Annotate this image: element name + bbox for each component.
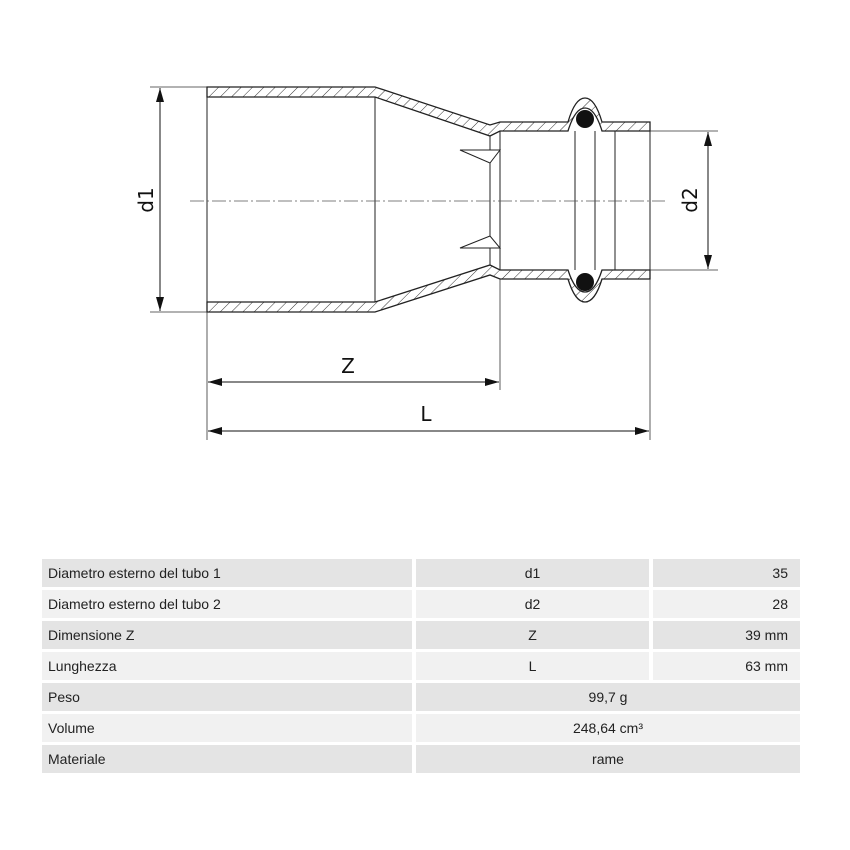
table-row: Materiale rame xyxy=(42,745,800,773)
row-value: 99,7 g xyxy=(416,683,800,711)
o-ring-bottom xyxy=(576,273,594,291)
row-label: Diametro esterno del tubo 2 xyxy=(42,590,412,618)
row-label: Materiale xyxy=(42,745,412,773)
row-value: 35 xyxy=(653,559,800,587)
table-row: Volume 248,64 cm³ xyxy=(42,714,800,742)
row-value: 28 xyxy=(653,590,800,618)
row-symbol: d1 xyxy=(416,559,649,587)
reducer-fitting-drawing: d1 d2 Z L xyxy=(134,86,718,440)
row-symbol: L xyxy=(416,652,649,680)
table-row: Diametro esterno del tubo 2 d2 28 xyxy=(42,590,800,618)
row-symbol: Z xyxy=(416,621,649,649)
extension-lines xyxy=(150,86,718,440)
l-label: L xyxy=(420,402,432,426)
row-value: 248,64 cm³ xyxy=(416,714,800,742)
z-label: Z xyxy=(341,354,355,378)
row-label: Peso xyxy=(42,683,412,711)
d2-label: d2 xyxy=(678,187,702,212)
row-value: rame xyxy=(416,745,800,773)
table-row: Lunghezza L 63 mm xyxy=(42,652,800,680)
row-label: Diametro esterno del tubo 1 xyxy=(42,559,412,587)
row-label: Dimensione Z xyxy=(42,621,412,649)
row-symbol: d2 xyxy=(416,590,649,618)
row-label: Volume xyxy=(42,714,412,742)
row-value: 63 mm xyxy=(653,652,800,680)
table-row: Dimensione Z Z 39 mm xyxy=(42,621,800,649)
inner-lines xyxy=(206,97,651,302)
specs-table: Diametro esterno del tubo 1 d1 35 Diamet… xyxy=(38,556,804,776)
table-row: Peso 99,7 g xyxy=(42,683,800,711)
table-row: Diametro esterno del tubo 1 d1 35 xyxy=(42,559,800,587)
d1-label: d1 xyxy=(134,187,158,212)
o-ring-top xyxy=(576,110,594,128)
row-value: 39 mm xyxy=(653,621,800,649)
row-label: Lunghezza xyxy=(42,652,412,680)
dimension-arrows xyxy=(156,88,712,435)
